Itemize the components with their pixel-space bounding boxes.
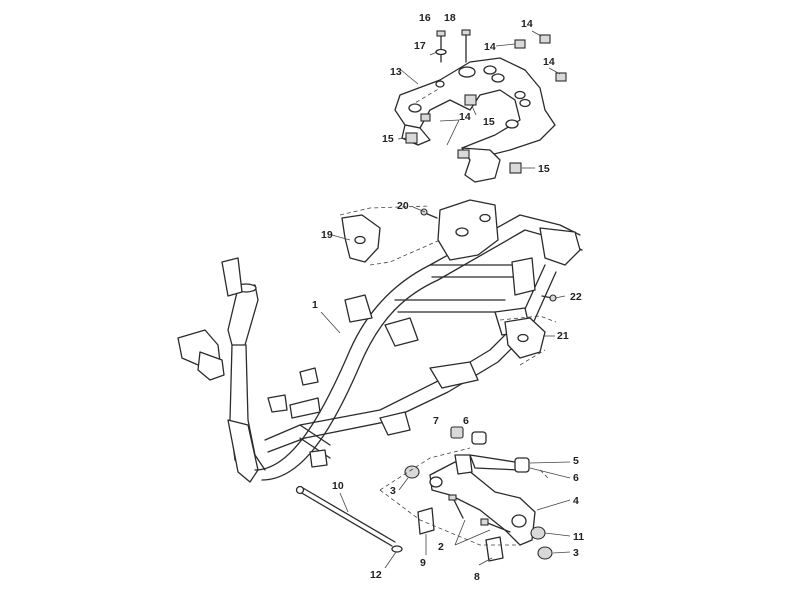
label-14-a: 14 [521,18,533,30]
label-11: 11 [573,531,584,543]
leader-lines [320,30,571,569]
label-2: 2 [438,541,444,553]
label-6-a: 6 [463,415,469,427]
bracket-19 [341,214,381,263]
label-4: 4 [573,495,579,507]
label-5: 5 [573,455,579,467]
label-8: 8 [474,571,480,583]
label-3-right: 3 [573,547,579,559]
label-12: 12 [370,569,382,581]
callout-labels: 1 13 16 17 18 14 14 14 14 15 15 15 20 19… [312,12,584,583]
label-14-b: 14 [484,41,496,53]
label-13: 13 [390,66,402,78]
label-16: 16 [419,12,431,24]
engine-mount-link [295,426,553,562]
label-22: 22 [570,291,582,303]
label-15-a: 15 [483,116,495,128]
label-15-b: 15 [382,133,394,145]
label-14-d: 14 [459,111,471,123]
label-7: 7 [433,415,439,427]
label-9: 9 [420,557,426,569]
label-10: 10 [332,480,344,492]
reference-dashes [339,87,557,546]
label-6-b: 6 [573,472,579,484]
label-1: 1 [312,299,318,311]
label-19: 19 [321,229,333,241]
rear-carrier-bracket [394,29,567,183]
label-18: 18 [444,12,456,24]
bracket-21 [504,317,546,359]
label-15-c: 15 [538,163,550,175]
label-14-c: 14 [543,56,555,68]
label-20: 20 [397,200,409,212]
label-21: 21 [557,330,569,342]
main-frame [177,199,583,483]
label-17: 17 [414,40,426,52]
label-3-left: 3 [390,485,396,497]
bolt-20 [420,208,438,219]
bolt-22 [541,294,557,302]
